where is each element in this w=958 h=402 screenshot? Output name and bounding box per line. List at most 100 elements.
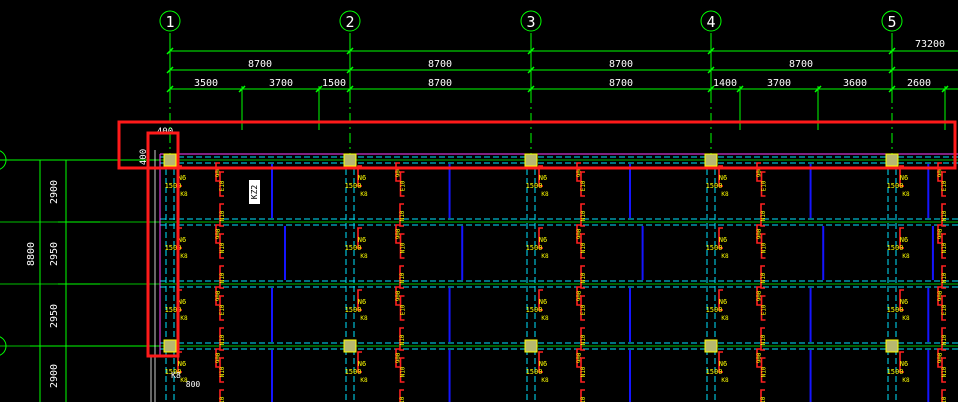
dim-row2: 3500 bbox=[194, 78, 218, 89]
rebar-bracket bbox=[219, 233, 224, 259]
dim-row2: 3700 bbox=[269, 78, 293, 89]
column-tag[interactable]: KZ2 bbox=[249, 180, 260, 204]
dim-row1: 8700 bbox=[428, 59, 452, 70]
rebar-label: N10 bbox=[580, 334, 587, 345]
rebar-label: N6 bbox=[178, 236, 186, 244]
rebar-label: 900 bbox=[395, 290, 402, 301]
rebar-bracket bbox=[219, 295, 224, 321]
rebar-bracket bbox=[899, 165, 904, 187]
rebar-label: K8 bbox=[180, 191, 188, 198]
rebar-label: 1500 bbox=[526, 368, 543, 376]
rebar-bracket bbox=[580, 171, 585, 197]
rebar-bracket bbox=[215, 286, 220, 306]
grid-bubble-1[interactable]: 1 bbox=[159, 10, 181, 32]
rebar-label: 1500 bbox=[887, 306, 904, 314]
rebar-bracket bbox=[937, 162, 942, 182]
rebar-label: K8 bbox=[541, 377, 549, 384]
rebar-bracket bbox=[760, 265, 765, 289]
rebar-label: 900 bbox=[576, 352, 583, 363]
rebar-bracket bbox=[937, 348, 942, 368]
grid-bubble-4[interactable]: 4 bbox=[700, 10, 722, 32]
dim-row2: 3700 bbox=[767, 78, 791, 89]
grid-bubble-label: 3 bbox=[526, 13, 535, 31]
rebar-label: K8 bbox=[360, 377, 368, 384]
rebar-label: N10 bbox=[760, 334, 767, 345]
rebar-bracket bbox=[899, 351, 904, 373]
rebar-bracket bbox=[760, 389, 765, 402]
rebar-label: 900 bbox=[937, 290, 944, 301]
column bbox=[704, 153, 718, 167]
rebar-label: 1500 bbox=[345, 182, 362, 190]
column bbox=[343, 153, 357, 167]
dim-row2: 8700 bbox=[609, 78, 633, 89]
rebar-bracket bbox=[580, 233, 585, 259]
rebar-bracket bbox=[760, 203, 765, 227]
grid-bubble-label: 5 bbox=[887, 13, 896, 31]
highlight-box-vertical[interactable] bbox=[146, 131, 180, 358]
rebar-label: E10 bbox=[219, 180, 226, 191]
rebar-bracket bbox=[538, 165, 543, 187]
rebar-label: K8 bbox=[360, 191, 368, 198]
grid-bubble-5[interactable]: 5 bbox=[881, 10, 903, 32]
rebar-label: E10 bbox=[400, 304, 407, 315]
rebar-label: N10 bbox=[580, 242, 587, 253]
rebar-label: 1500 bbox=[526, 244, 543, 252]
rebar-label: N10 bbox=[219, 210, 226, 221]
grid-bubble-3[interactable]: 3 bbox=[520, 10, 542, 32]
rebar-label: N10 bbox=[580, 366, 587, 377]
rebar-label: 1500 bbox=[526, 182, 543, 190]
rebar-bracket bbox=[399, 265, 404, 289]
rebar-bracket bbox=[580, 265, 585, 289]
rebar-label: 900 bbox=[395, 166, 402, 177]
dimension-lines bbox=[0, 33, 958, 402]
rebar-bracket bbox=[576, 162, 581, 182]
rebar-label: 1500 bbox=[345, 244, 362, 252]
rebar-label: E10 bbox=[219, 304, 226, 315]
rebar-label: N10 bbox=[219, 242, 226, 253]
rebar-bracket bbox=[538, 289, 543, 311]
rebar-label: 900 bbox=[756, 352, 763, 363]
rebar-label: K8 bbox=[360, 315, 368, 322]
rebar-label: E10 bbox=[580, 180, 587, 191]
rebar-label: 900 bbox=[937, 352, 944, 363]
rebar-label: N10 bbox=[941, 242, 948, 253]
rebar-label: E10 bbox=[400, 180, 407, 191]
dim-left: 2900 bbox=[49, 364, 60, 388]
grid-bubble-2[interactable]: 2 bbox=[339, 10, 361, 32]
rebar-label: K8 bbox=[180, 315, 188, 322]
rebar-label: 1500 bbox=[887, 368, 904, 376]
rebar-label: N6 bbox=[358, 236, 366, 244]
dim-left: 2950 bbox=[49, 242, 60, 266]
grid-bubble-label: 2 bbox=[345, 13, 354, 31]
rebar-label: K8 bbox=[721, 377, 729, 384]
rebar-bracket bbox=[399, 327, 404, 351]
rebar-bracket bbox=[760, 171, 766, 197]
rebar-label: 1500 bbox=[887, 182, 904, 190]
rebar-label: N10 bbox=[941, 272, 948, 283]
rebar-bracket bbox=[215, 348, 220, 368]
rebar-label: 1500 bbox=[526, 306, 543, 314]
rebar-label: N10 bbox=[941, 334, 948, 345]
dim-row1: 8700 bbox=[609, 59, 633, 70]
dim-row2: 8700 bbox=[428, 78, 452, 89]
rebar-bracket bbox=[219, 203, 224, 227]
rebar-label: K8 bbox=[721, 315, 729, 322]
rebar-label: K8 bbox=[180, 377, 188, 384]
rebar-label: 1500 bbox=[165, 244, 182, 252]
rebar-bracket bbox=[718, 165, 723, 187]
dim-left-total: 8800 bbox=[26, 242, 37, 266]
rebar-bracket bbox=[941, 389, 946, 402]
dim-row2: 3600 bbox=[843, 78, 867, 89]
rebar-bracket bbox=[756, 224, 761, 244]
dim-row2: 2600 bbox=[907, 78, 931, 89]
rebar-bracket bbox=[399, 389, 404, 402]
rebar-bracket bbox=[538, 351, 543, 373]
rebar-bracket bbox=[580, 389, 585, 402]
rebar-label: 900 bbox=[756, 228, 763, 239]
column bbox=[163, 339, 177, 353]
rebar-label: N10 bbox=[400, 366, 407, 377]
highlight-box-horizontal[interactable] bbox=[117, 120, 957, 170]
rebar-bracket bbox=[576, 286, 581, 306]
column-tag-label: KZ2 bbox=[250, 185, 259, 200]
rebar-bracket bbox=[941, 171, 946, 197]
